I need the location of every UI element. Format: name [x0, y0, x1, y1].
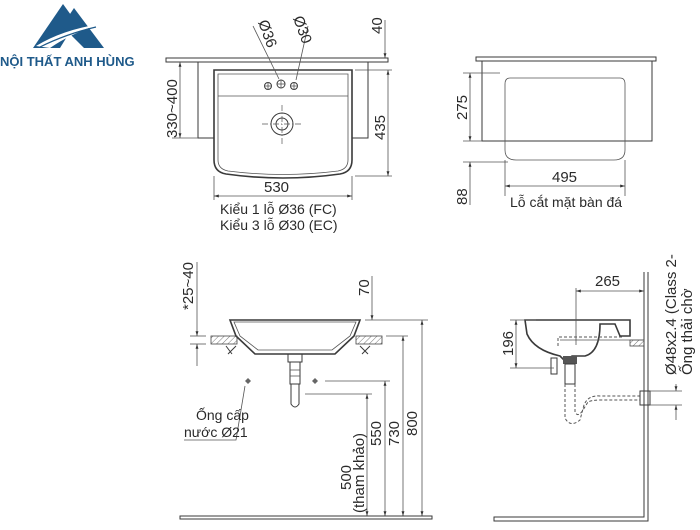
drain-trap: [564, 384, 640, 424]
floor-line: [179, 515, 433, 520]
dim-depth-435: 435: [372, 115, 389, 140]
dim-height-730: 730: [386, 421, 403, 446]
counter-top-edge: [475, 56, 657, 62]
drain-pipe-spec: Ø48x2.4 (Class 2-: [663, 254, 680, 375]
dim-cutout-88: 88: [454, 188, 471, 205]
dim-cabinet-330-400: 330~400: [164, 79, 181, 138]
supply-label-line2: nước Ø21: [184, 424, 248, 440]
cutout-outline: [504, 77, 626, 161]
note-type-3-hole: Kiểu 3 lỗ Ø30 (EC): [220, 217, 338, 233]
dim-top-40: 40: [369, 17, 386, 34]
dim-height-500: 500: [338, 465, 355, 490]
hole-label-30: Ø30: [289, 14, 315, 46]
side-view: 265 196 Ø48x2.4 (Class 2- Ống thải chờ: [493, 254, 696, 522]
dim-cutout-495: 495: [552, 169, 577, 186]
supply-label-line1: Ống cấp: [196, 406, 249, 423]
note-type-1-hole: Kiểu 1 lỗ Ø36 (FC): [220, 201, 337, 217]
cutout-caption: Lỗ cắt mặt bàn đá: [510, 194, 622, 210]
basin-outline: [213, 69, 353, 179]
top-view: Ø36 Ø30 40 435 330~400 530 Kiểu 1 lỗ Ø36…: [164, 14, 392, 233]
dim-counter-thickness: *25~40: [180, 262, 197, 310]
dim-side-196: 196: [500, 331, 517, 356]
dim-height-800: 800: [404, 411, 421, 436]
front-view: Ống cấp nước Ø21 *25~40 70 500 (tham khả…: [179, 262, 433, 520]
brand-logo: NỘI THẤT ANH HÙNG: [0, 4, 135, 69]
dim-side-265: 265: [595, 273, 620, 290]
drain-pipe-label: Ống thải chờ: [678, 288, 696, 375]
mountain-road-logo-icon: [33, 4, 104, 48]
countertop-edge: [165, 57, 389, 63]
cutout-view: 275 88 495 Lỗ cắt mặt bàn đá: [454, 56, 657, 210]
wall-outline: [493, 272, 649, 522]
dim-height-500-note: (tham khảo): [351, 433, 368, 513]
brand-name: NỘI THẤT ANH HÙNG: [0, 54, 135, 69]
side-basin: [524, 319, 631, 364]
dim-width-530: 530: [264, 179, 289, 196]
front-basin: [228, 319, 362, 355]
dim-height-550: 550: [368, 421, 385, 446]
dim-front-70: 70: [356, 279, 373, 296]
hole-label-36: Ø36: [254, 18, 280, 50]
dim-cutout-275: 275: [454, 95, 471, 120]
